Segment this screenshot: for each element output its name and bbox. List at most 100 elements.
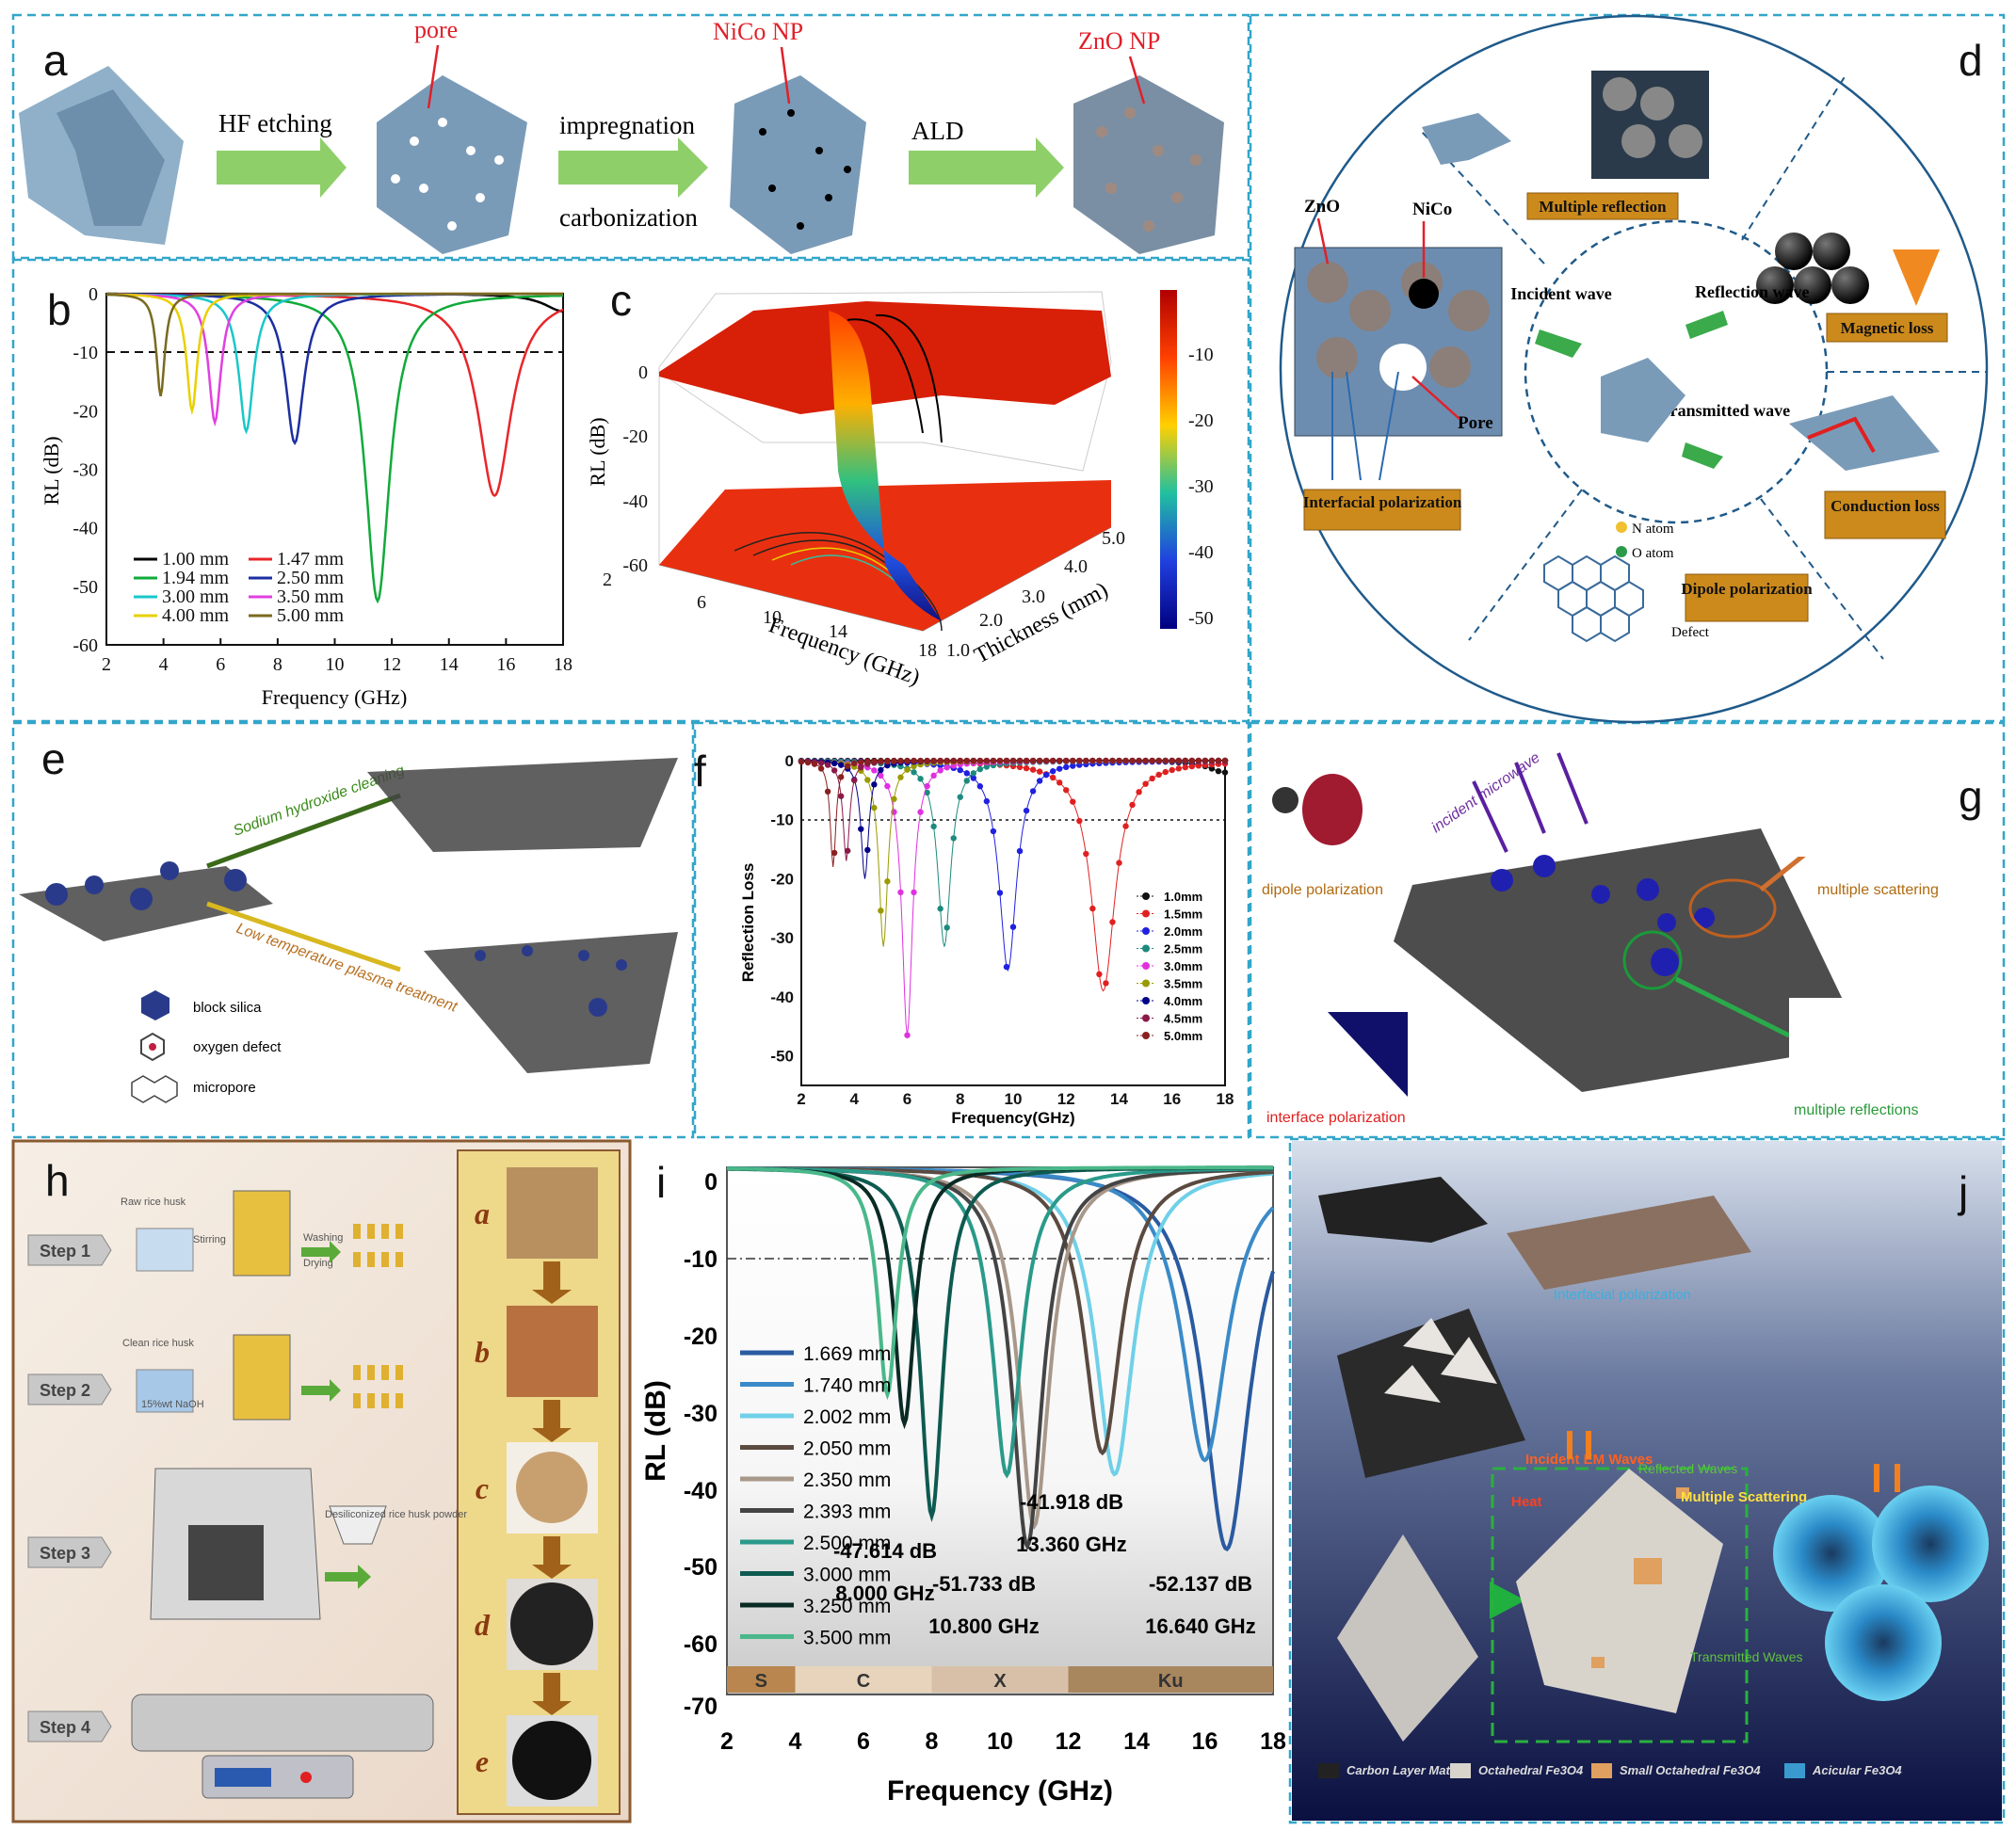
- panel-j: j Interfacial polarization Incident EM W…: [1292, 1141, 2002, 1821]
- i-legend-item: 2.050 mm: [803, 1438, 891, 1460]
- marker: [1149, 775, 1155, 782]
- d-box-interfacial: [1303, 489, 1461, 531]
- i-band: [931, 1666, 1069, 1693]
- marker: [970, 757, 977, 764]
- marker: [1175, 765, 1182, 772]
- marker: [1089, 905, 1096, 912]
- j-legend-item: Acicular Fe3O4: [1812, 1763, 1902, 1777]
- panel-i-label: i: [656, 1158, 666, 1207]
- h-photo-label: c: [476, 1471, 489, 1505]
- d-transmitted: Transmitted wave: [1660, 401, 1790, 420]
- marker: [1215, 757, 1222, 764]
- i-annotation-db: -52.137 dB: [1149, 1572, 1252, 1596]
- h-chem-label: Clean rice husk: [122, 1338, 194, 1349]
- marker: [963, 778, 970, 784]
- panel-f-border: [693, 721, 1250, 1139]
- g-graphene-sheet: [1394, 828, 1864, 1092]
- marker: [811, 761, 818, 767]
- f-ytick: -20: [770, 870, 794, 888]
- i-xtick: 12: [1056, 1728, 1082, 1755]
- e-graphene-clean: [367, 758, 678, 852]
- c-ttick: 5.0: [1102, 528, 1125, 549]
- f-xtick: 18: [1217, 1090, 1234, 1108]
- marker: [878, 772, 884, 779]
- marker: [943, 924, 950, 931]
- marker: [1202, 757, 1209, 764]
- h-step2: Step 2: [40, 1381, 90, 1400]
- marker: [878, 907, 884, 914]
- b-ytick: -20: [73, 401, 98, 422]
- d-box-interfacial-text: Interfacial polarization: [1303, 493, 1462, 511]
- b-ytick: 0: [89, 284, 98, 305]
- marker: [1122, 757, 1129, 764]
- b-ytick: -50: [73, 577, 98, 598]
- f-legend-item: 3.5mm: [1164, 977, 1202, 991]
- b-legend-item: 4.00 mm: [162, 605, 230, 626]
- marker: [924, 782, 930, 790]
- marker: [831, 849, 838, 857]
- marker: [1136, 757, 1142, 764]
- h-step3: Step 3: [40, 1544, 90, 1563]
- panel-f-label: f: [694, 747, 706, 795]
- marker: [1063, 787, 1070, 794]
- panel-a-border: [11, 13, 1250, 260]
- marker: [1016, 847, 1024, 855]
- i-band-label: X: [993, 1671, 1007, 1692]
- marker: [1182, 757, 1189, 764]
- j-legend-item: Carbon Layer Matrix: [1347, 1763, 1465, 1777]
- series-2-5mm: [801, 760, 1225, 947]
- f-legend-item: 4.0mm: [1164, 994, 1202, 1008]
- h-reactor: [188, 1525, 264, 1600]
- marker: [930, 757, 937, 764]
- marker: [1003, 757, 1010, 764]
- d-incident: Incident wave: [1510, 284, 1612, 303]
- c-xtick: 6: [697, 592, 706, 613]
- marker: [1023, 807, 1030, 814]
- marker: [943, 757, 950, 764]
- panel-j-border: [1288, 1137, 2006, 1824]
- f-xtick: 14: [1110, 1090, 1128, 1108]
- h-photo-a: [507, 1167, 598, 1259]
- marker: [904, 766, 911, 773]
- f-ytick: -40: [770, 988, 794, 1006]
- label-zno: ZnO NP: [1078, 27, 1160, 55]
- j-incident: Incident EM Waves: [1525, 1452, 1653, 1468]
- f-legend-item: 1.0mm: [1164, 890, 1202, 904]
- i-xtick: 2: [720, 1728, 734, 1755]
- b-legend-item: 3.00 mm: [162, 586, 230, 607]
- h-photo-label: d: [475, 1608, 491, 1642]
- i-annotation-db: -47.614 dB: [833, 1539, 937, 1563]
- f-xtick: 8: [956, 1090, 964, 1108]
- i-xlabel: Frequency (GHz): [887, 1775, 1113, 1807]
- marker: [1016, 757, 1024, 764]
- h-step-badges: [27, 1234, 112, 1743]
- marker: [1116, 757, 1122, 764]
- i-legend-item: 2.350 mm: [803, 1470, 891, 1491]
- marker: [996, 890, 1004, 896]
- j-legend-item: Octahedral Fe3O4: [1478, 1763, 1584, 1777]
- marker: [1049, 768, 1056, 775]
- i-band-label: S: [755, 1671, 767, 1692]
- b-xlabel: Frequency (GHz): [262, 685, 408, 709]
- d-o-atom: O atom: [1632, 546, 1674, 561]
- c-ttick: 3.0: [1022, 586, 1045, 607]
- marker: [1188, 757, 1196, 764]
- panel-e: e Sodium hydroxide cleaning Low temperat…: [19, 734, 678, 1103]
- series-2-0mm: [801, 761, 1225, 972]
- arrow-impregnation: [558, 137, 708, 198]
- f-legend-item: 2.5mm: [1164, 942, 1202, 956]
- marker: [1036, 778, 1043, 784]
- h-photo-label: a: [475, 1197, 490, 1230]
- i-legend-item: 3.250 mm: [803, 1596, 891, 1617]
- i-xtick: 4: [789, 1728, 802, 1755]
- marker: [798, 759, 805, 765]
- marker: [837, 774, 845, 780]
- i-xtick: 16: [1192, 1728, 1218, 1755]
- f-xlabel: Frequency(GHz): [951, 1109, 1074, 1127]
- marker: [1221, 757, 1229, 764]
- marker: [837, 762, 845, 768]
- series-3-500-mm: [727, 1165, 1273, 1401]
